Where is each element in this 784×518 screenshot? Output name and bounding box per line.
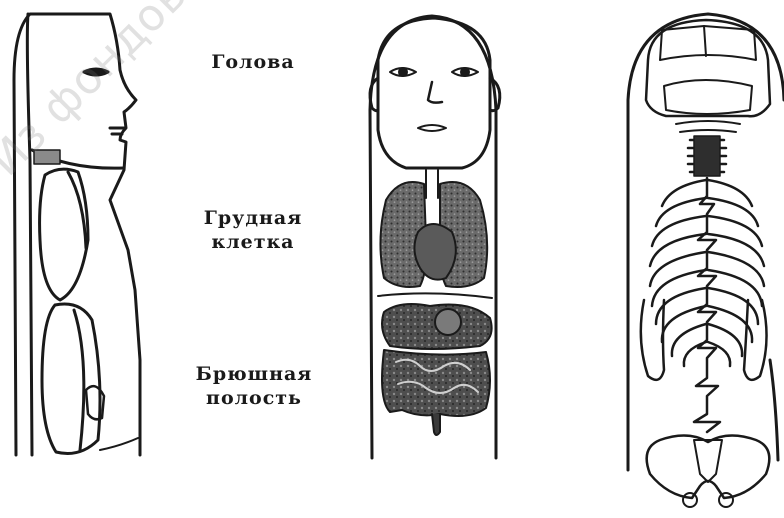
profile-abdomen-inner [74,310,84,450]
label-head: Голова [198,50,308,74]
profile-base-line [100,438,138,450]
profile-back-line [27,14,32,455]
front-mouth [418,125,446,131]
front-stomach [435,309,461,335]
label-abdomen: Брюшная полость [192,362,316,410]
front-rectum [432,414,440,435]
front-diaphragm [378,293,492,298]
front-view-figure [370,16,500,458]
front-trachea [426,170,438,198]
label-chest-line2: клетка [194,230,312,254]
profile-chest [40,169,88,300]
label-chest-line1: Грудная [194,206,312,230]
skeleton-upper-neck [676,121,740,132]
skeleton-left-forearm [641,300,664,380]
skeleton-skull-top [660,26,756,60]
label-abdomen-line1: Брюшная [192,362,316,386]
label-abdomen-line2: полость [192,386,316,410]
front-nose [428,82,442,103]
profile-chest-inner [68,172,86,248]
skeleton-cervical-spine [688,136,726,176]
skeleton-pelvis [647,435,770,498]
front-pupil-left [400,69,407,76]
label-chest: Грудная клетка [194,206,312,254]
front-head [378,18,490,168]
front-pupil-right [462,69,469,76]
skeleton-skull-sutures [704,26,706,56]
skeleton-hip-right [719,493,733,507]
skeleton-figure [628,14,784,507]
skeleton-jaw [664,80,752,114]
skeleton-sacrum [694,440,722,482]
skeleton-inner-right [770,360,778,460]
skeleton-hip-left [683,493,697,507]
profile-abdomen [42,304,100,454]
label-head-text: Голова [198,50,308,74]
